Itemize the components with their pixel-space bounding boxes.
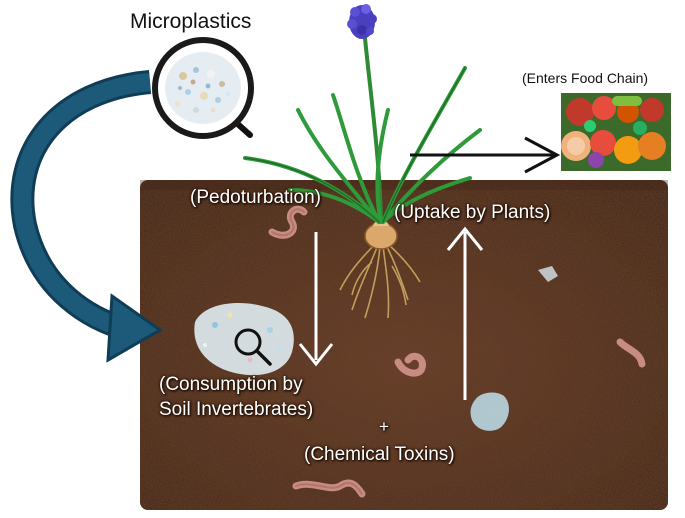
pedoturbation-label: (Pedoturbation) [190,187,321,208]
chemical-toxins-label: (Chemical Toxins) [304,444,455,465]
microplastic-patch-left [194,303,294,376]
uptake-label: (Uptake by Plants) [394,202,551,223]
vegetables-image [561,93,671,171]
plus-sign: + [379,417,389,436]
pedoturbation-arrow [298,232,334,367]
flower-icon [347,4,377,39]
soil-block [140,180,668,510]
curved-arrow-icon [10,70,163,363]
consumption-label-line1: (Consumption by [159,374,303,395]
microplastic-patch-right [470,266,558,431]
microplastics-magnifier-icon [152,37,254,139]
consumption-label-line2: Soil Invertebrates) [159,399,314,420]
magnifier-icon [234,328,272,366]
microplastics-label: Microplastics [130,10,252,33]
uptake-arrow [446,226,484,400]
food-chain-label: (Enters Food Chain) [522,70,649,86]
plant-illustration [243,4,482,319]
arrow-to-food-chain [410,136,561,174]
